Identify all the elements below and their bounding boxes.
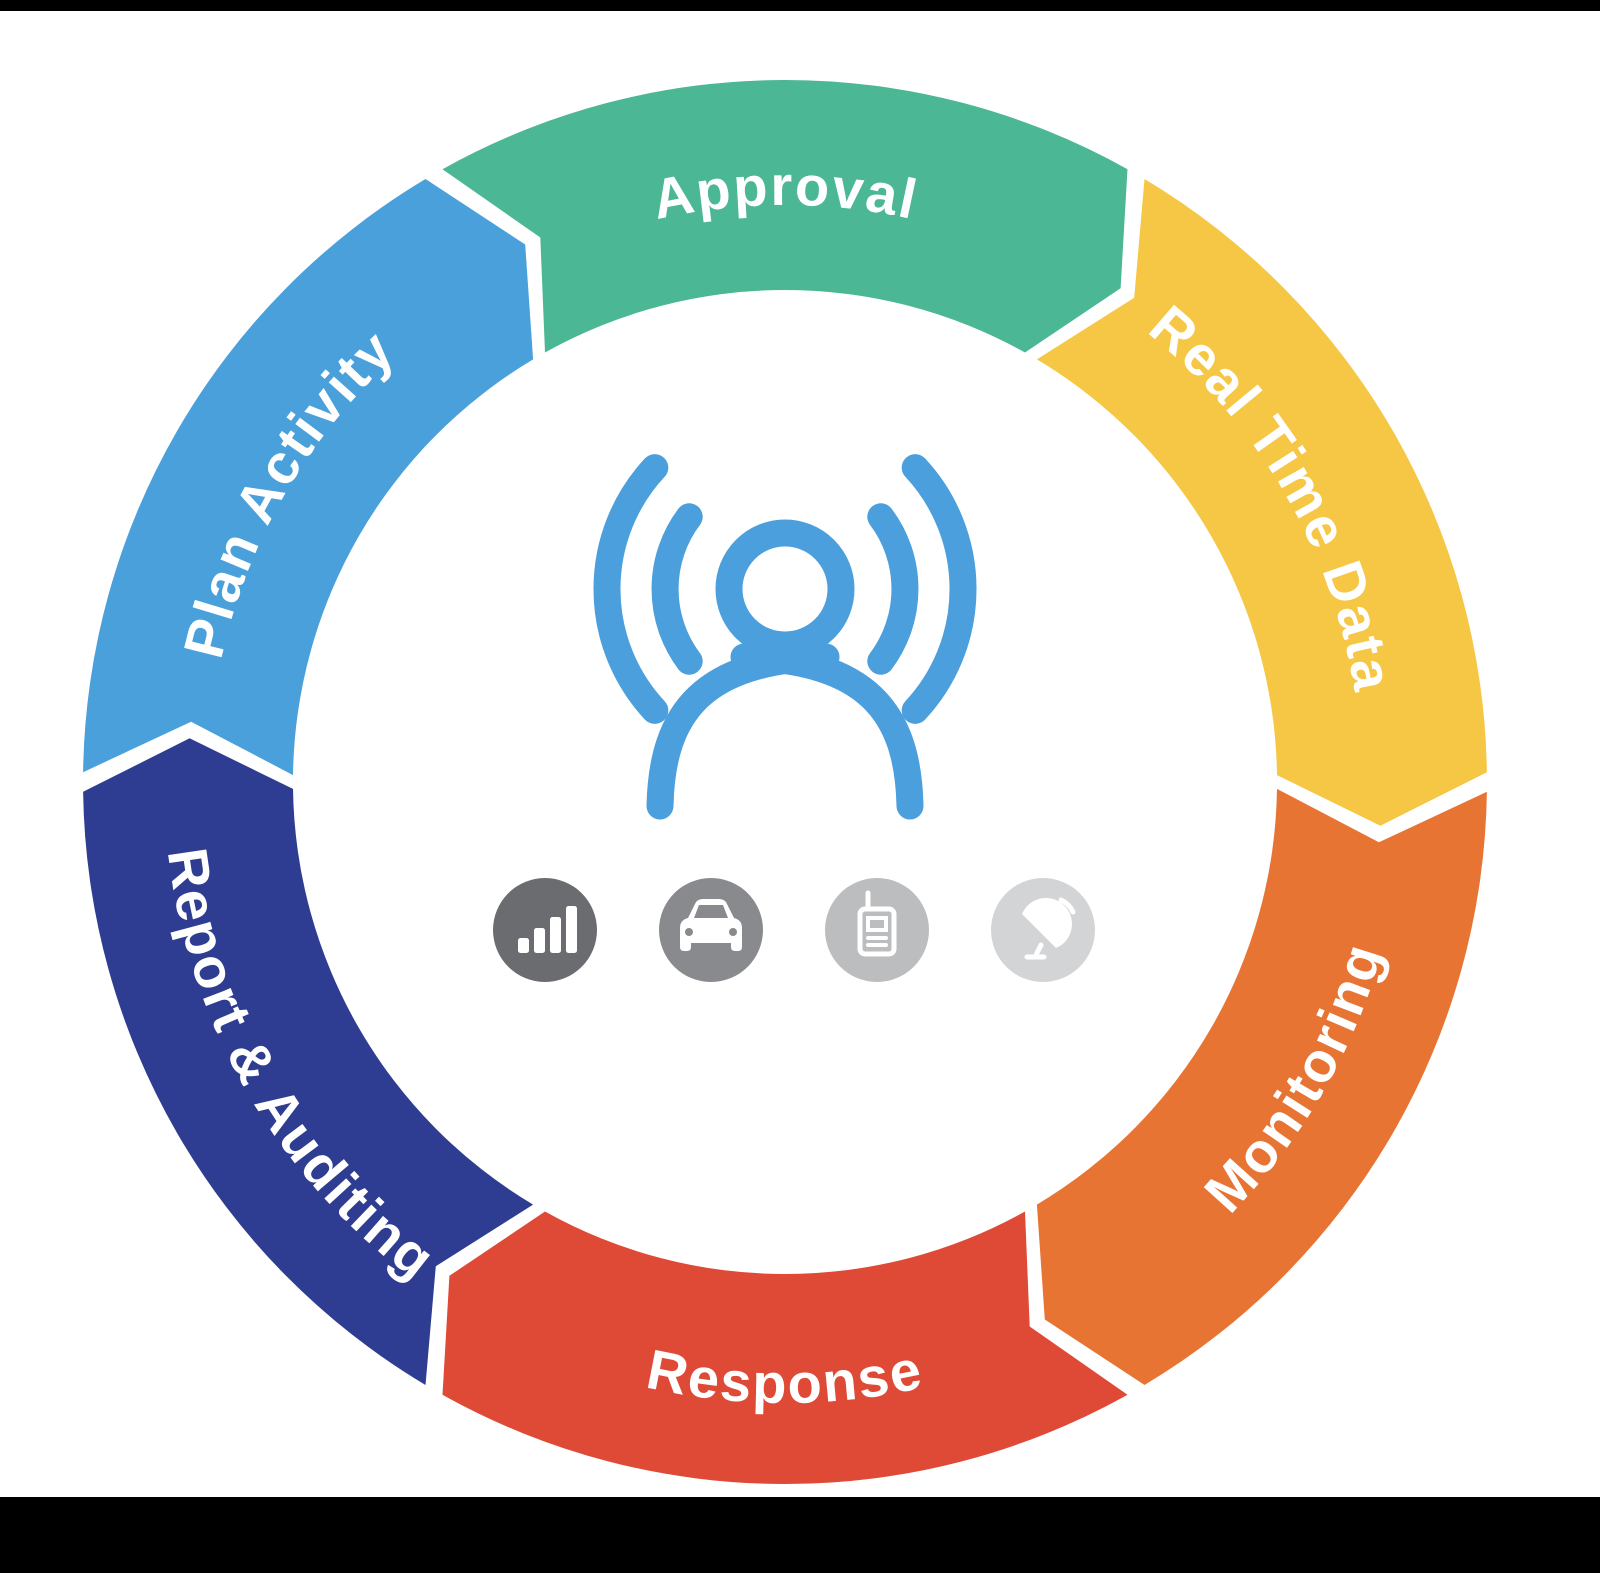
- segment-real-time-data: [1036, 179, 1487, 826]
- letterbox-bottom: [0, 1497, 1600, 1573]
- badge-walkie-talkie: [825, 878, 929, 982]
- letterbox-top: [0, 0, 1600, 11]
- walkie-talkie-icon: [857, 890, 897, 957]
- segment-response: [442, 1211, 1128, 1485]
- segment-plan-activity: [83, 179, 534, 776]
- person-signal-waves-logo: [593, 454, 977, 820]
- satellite-dish-icon: [1022, 897, 1076, 960]
- segment-approval: [442, 79, 1128, 353]
- badge-signal-bars: [493, 878, 597, 982]
- car-icon: [680, 899, 742, 951]
- signal-bars-icon: [518, 906, 577, 953]
- segment-monitoring: [1036, 788, 1487, 1385]
- badge-car: [659, 878, 763, 982]
- badge-satellite-dish: [991, 878, 1095, 982]
- segment-report-auditing: [83, 738, 534, 1385]
